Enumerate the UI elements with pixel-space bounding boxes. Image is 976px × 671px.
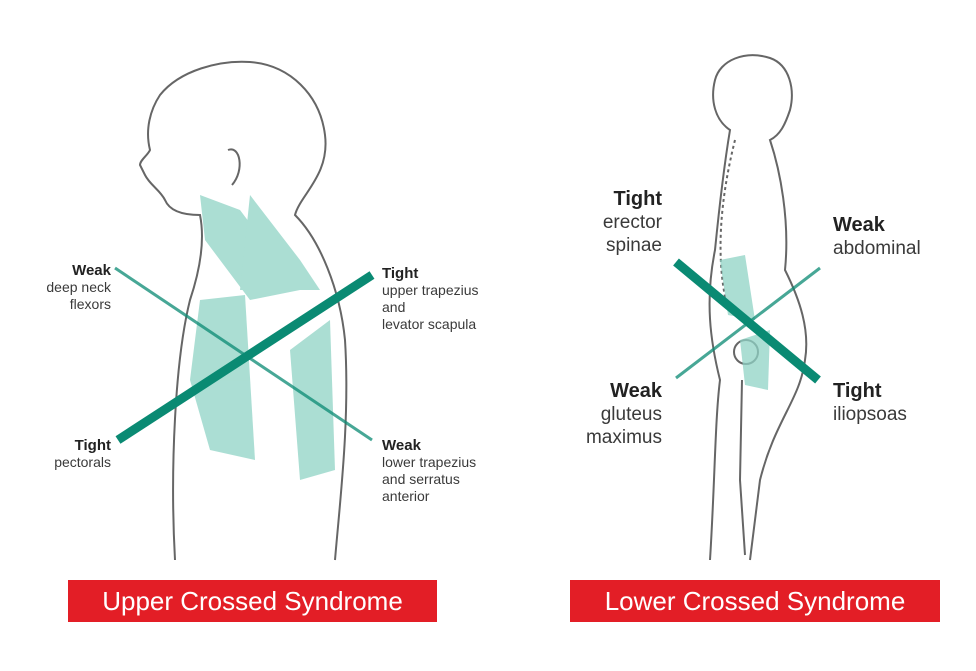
status: Tight <box>382 265 419 282</box>
label-weak-lower-trapezius: Weak lower trapezius and serratus anteri… <box>382 437 476 505</box>
label-text: erector <box>602 212 662 233</box>
status: Weak <box>382 437 421 454</box>
label-tight-pectorals: Tight pectorals <box>54 437 111 471</box>
status: Tight <box>74 437 111 454</box>
status: Tight <box>833 380 882 402</box>
label-weak-gluteus-maximus: Weak gluteus maximus <box>586 380 662 449</box>
label-text: iliopsoas <box>833 404 907 425</box>
label-text: gluteus <box>600 404 662 425</box>
label-text: pectorals <box>54 454 111 470</box>
label-tight-iliopsoas: Tight iliopsoas <box>833 380 907 426</box>
label-text: abdominal <box>833 238 921 259</box>
status: Weak <box>72 262 111 279</box>
upper-body-figure <box>138 60 348 561</box>
label-tight-erector-spinae: Tight erector spinae <box>603 188 662 257</box>
label-text: lower trapezius <box>382 454 477 470</box>
label-text: and serratus <box>382 471 460 487</box>
status: Tight <box>613 188 662 210</box>
label-text: flexors <box>69 296 111 312</box>
label-text: maximus <box>585 427 662 448</box>
label-text: deep neck <box>46 279 111 295</box>
label-tight-upper-trapezius: Tight upper trapezius and levator scapul… <box>382 265 479 333</box>
lower-tight-line <box>673 258 821 384</box>
label-text: spinae <box>606 235 662 256</box>
lower-weak-line <box>675 266 821 380</box>
status: Weak <box>833 214 885 236</box>
label-weak-abdominal: Weak abdominal <box>833 214 921 260</box>
label-text: and <box>382 299 406 315</box>
label-text: upper trapezius <box>382 282 479 298</box>
lower-crossed-title: Lower Crossed Syndrome <box>570 580 940 622</box>
status: Weak <box>610 380 662 402</box>
upper-crossed-title: Upper Crossed Syndrome <box>68 580 437 622</box>
label-text: anterior <box>382 488 430 504</box>
upper-tight-line <box>115 271 375 444</box>
label-weak-deep-neck-flexors: Weak deep neck flexors <box>46 262 111 313</box>
label-text: levator scapula <box>382 316 477 332</box>
